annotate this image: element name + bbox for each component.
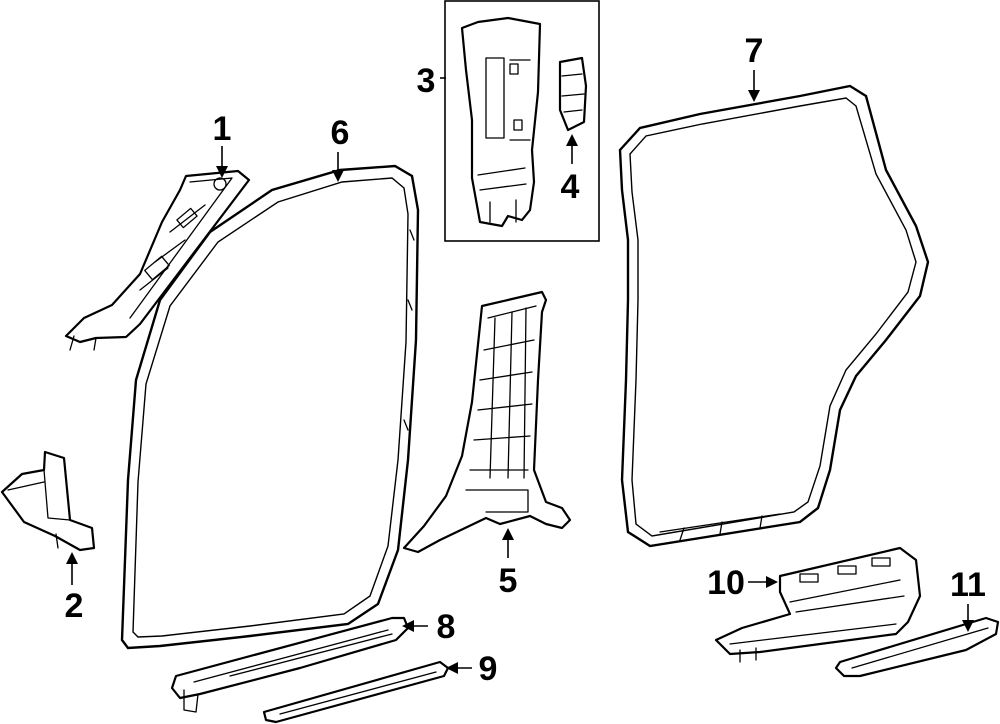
part-1-front-pillar-trim[interactable]: [64, 169, 251, 351]
callout-9: 9: [479, 650, 498, 688]
leader-6: [332, 152, 344, 182]
leader-9: [446, 662, 472, 674]
callout-10: 10: [707, 564, 745, 602]
part-2-cowl-side-trim[interactable]: [0, 450, 96, 552]
part-6-front-door-weatherstrip[interactable]: [120, 164, 420, 650]
part-9-front-sill-plate[interactable]: [262, 660, 450, 724]
callout-6: 6: [331, 114, 350, 152]
leader-8: [402, 620, 428, 632]
part-4-retainer-clip[interactable]: [558, 56, 588, 132]
leader-1: [216, 146, 228, 178]
part-8-front-scuff-plate[interactable]: [170, 616, 410, 713]
part-11-rear-sill-plate[interactable]: [834, 616, 1000, 678]
callout-3: 3: [417, 62, 436, 100]
callout-2: 2: [65, 587, 84, 625]
leader-2: [66, 552, 78, 585]
part-3-center-pillar-upper-trim[interactable]: [460, 16, 542, 228]
inset-frame: [444, 0, 600, 242]
callout-4: 4: [561, 168, 580, 206]
leader-4: [566, 134, 578, 164]
leader-10: [748, 576, 778, 588]
leader-11: [962, 604, 974, 632]
part-7-rear-door-weatherstrip[interactable]: [618, 84, 930, 548]
callout-8: 8: [437, 608, 456, 646]
leader-7: [748, 70, 760, 102]
callout-5: 5: [499, 562, 518, 600]
callout-7: 7: [745, 32, 764, 70]
callout-1: 1: [213, 110, 232, 148]
leader-5: [502, 528, 514, 558]
part-10-rear-scuff-plate[interactable]: [714, 546, 922, 663]
callout-11: 11: [950, 566, 986, 604]
part-5-center-pillar-lower-trim[interactable]: [402, 290, 572, 554]
